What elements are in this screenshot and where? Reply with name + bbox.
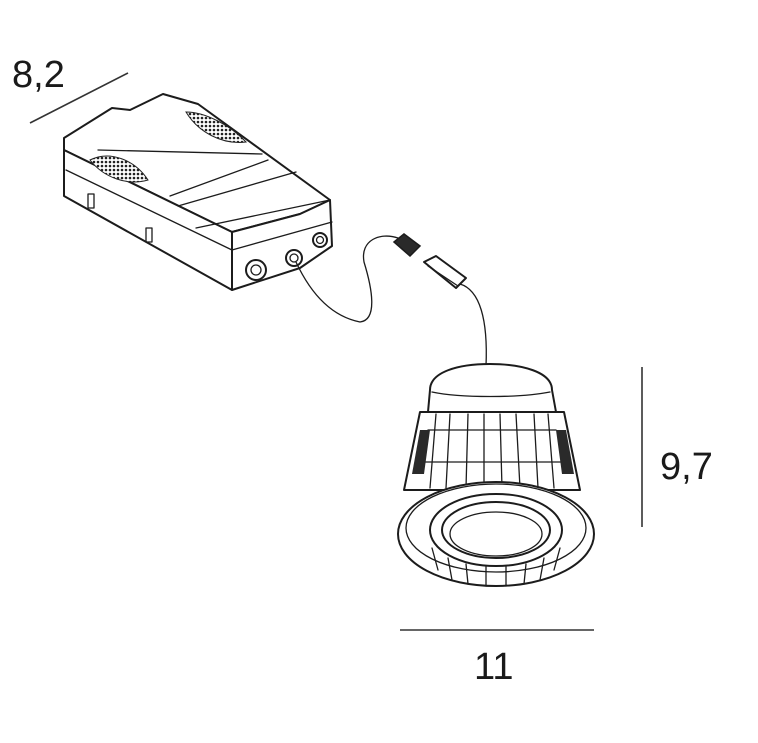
- female-connector: [423, 255, 467, 289]
- driver-width-label: 8,2: [12, 54, 65, 96]
- male-connector: [392, 233, 422, 258]
- height-label: 9,7: [660, 446, 713, 488]
- driver-dimension-line: [29, 72, 129, 124]
- connection-cable: [295, 233, 487, 367]
- diameter-label: 11: [474, 646, 514, 688]
- led-driver-box: [63, 93, 333, 291]
- led-module: [397, 363, 595, 587]
